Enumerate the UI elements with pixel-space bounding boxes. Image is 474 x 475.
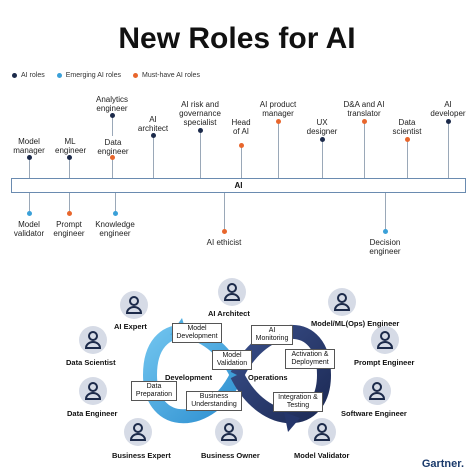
legend-label: Must-have AI roles: [141, 72, 200, 79]
legend-dot-icon: [132, 73, 138, 78]
person-icon: [120, 291, 148, 319]
role-label: Model manager: [13, 137, 45, 155]
person-icon: [79, 377, 107, 405]
phase-label-operations: Operations: [248, 373, 288, 382]
person-label: Business Expert: [112, 451, 171, 460]
role-marker-icon: [67, 155, 72, 160]
role-marker-icon: [320, 137, 325, 142]
person-icon: [124, 418, 152, 446]
person-icon: [308, 418, 336, 446]
person-icon: [371, 326, 399, 354]
arrowhead-icon: [284, 412, 300, 432]
role-connector: [153, 136, 154, 178]
legend-dot-icon: [56, 73, 62, 78]
role-marker-icon: [362, 119, 367, 124]
role-label: AI product manager: [259, 100, 297, 118]
role-connector: [29, 193, 30, 213]
role-label: Prompt engineer: [53, 220, 85, 238]
person-label: AI Expert: [114, 322, 147, 331]
role-label: AI risk and governance specialist: [179, 100, 221, 127]
ai-timeline-bar: AI: [11, 178, 466, 193]
person-icon: [363, 377, 391, 405]
legend-item-ai: AI roles: [12, 72, 45, 79]
role-marker-icon: [151, 133, 156, 138]
role-marker-icon: [405, 137, 410, 142]
person-label: Business Owner: [201, 451, 260, 460]
role-label: ML engineer: [55, 137, 87, 155]
role-label: Knowledge engineer: [95, 220, 135, 238]
role-marker-icon: [198, 128, 203, 133]
legend-label: Emerging AI roles: [65, 72, 121, 79]
role-connector: [69, 158, 70, 178]
role-label: Data scientist: [392, 118, 422, 136]
person-label: AI Architect: [208, 309, 250, 318]
role-connector: [364, 122, 365, 178]
role-label: D&A and AI translator: [343, 100, 385, 118]
person-label: Data Scientist: [66, 358, 116, 367]
role-marker-icon: [27, 211, 32, 216]
role-marker-icon: [222, 229, 227, 234]
legend-label: AI roles: [21, 72, 45, 79]
role-connector: [112, 158, 113, 178]
person-label: Prompt Engineer: [354, 358, 415, 367]
legend: AI roles Emerging AI roles Must-have AI …: [12, 72, 200, 79]
role-label: AI ethicist: [206, 238, 242, 247]
process-box: Model Development: [172, 323, 222, 343]
role-marker-icon: [446, 119, 451, 124]
legend-item-must-have: Must-have AI roles: [132, 72, 200, 79]
role-label: Data engineer: [97, 138, 129, 156]
role-marker-icon: [239, 143, 244, 148]
phase-label-development: Development: [165, 373, 213, 382]
role-connector: [448, 122, 449, 178]
person-label: Software Engineer: [341, 409, 407, 418]
role-marker-icon: [110, 155, 115, 160]
role-connector: [115, 193, 116, 213]
legend-dot-icon: [12, 73, 17, 78]
role-marker-icon: [113, 211, 118, 216]
role-marker-icon: [110, 113, 115, 118]
role-marker-icon: [383, 229, 388, 234]
role-label: UX designer: [306, 118, 338, 136]
role-connector: [278, 122, 279, 178]
legend-item-emerging: Emerging AI roles: [56, 72, 121, 79]
person-icon: [328, 288, 356, 316]
process-box: Activation & Deployment: [285, 349, 335, 369]
person-label: Model Validator: [294, 451, 350, 460]
person-icon: [218, 278, 246, 306]
brand-logo: Gartner.: [421, 458, 464, 470]
role-label: Model validator: [13, 220, 45, 238]
role-marker-icon: [67, 211, 72, 216]
role-label: Decision engineer: [369, 238, 401, 256]
role-connector: [29, 158, 30, 178]
role-marker-icon: [27, 155, 32, 160]
role-label: Analytics engineer: [95, 95, 128, 113]
role-marker-icon: [276, 119, 281, 124]
role-connector: [200, 131, 201, 178]
process-box: Model Validation: [212, 350, 252, 370]
role-label: AI developer: [430, 100, 466, 118]
process-box: Data Preparation: [131, 381, 177, 401]
role-connector: [241, 146, 242, 178]
process-box: AI Monitoring: [251, 325, 293, 345]
person-icon: [79, 326, 107, 354]
role-connector: [224, 193, 225, 231]
person-label: Data Engineer: [67, 409, 118, 418]
role-connector: [69, 193, 70, 213]
process-box: Integration & Testing: [273, 392, 323, 412]
person-icon: [215, 418, 243, 446]
page-title: New Roles for AI: [118, 22, 356, 55]
role-connector: [385, 193, 386, 231]
role-label: AI architect: [137, 115, 169, 133]
role-label: Head of AI: [231, 118, 251, 136]
role-connector: [407, 140, 408, 178]
role-connector: [322, 140, 323, 178]
role-connector: [112, 116, 113, 136]
process-box: Business Understanding: [186, 391, 242, 411]
timeline-label: AI: [234, 181, 243, 190]
person-label: Model/ML(Ops) Engineer: [311, 319, 400, 328]
